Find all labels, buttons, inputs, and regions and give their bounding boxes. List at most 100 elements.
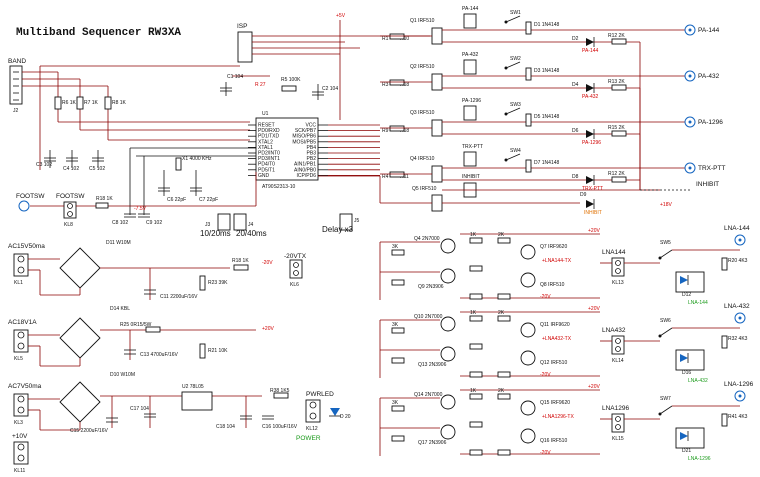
lna-r-3k: 3K <box>392 244 399 250</box>
pa-r-pre: R3 <box>382 82 389 88</box>
pa-led-ref: D6 <box>572 128 579 134</box>
ac3-conn-ref: KL3 <box>14 420 23 426</box>
pa-r-out: R12 2K <box>608 171 625 177</box>
footsw-jack-icon <box>18 200 30 212</box>
pa-jumper <box>463 151 477 167</box>
minus20vtx-label: -20VTX <box>284 253 307 260</box>
pa-box-label: PA-1296 <box>462 98 481 104</box>
j4-label: 20/40ms <box>236 229 267 238</box>
c2-label: C2 104 <box>322 86 338 92</box>
lna-minus20: -20V <box>540 372 551 378</box>
lna-res-label: R32 4K3 <box>728 336 748 342</box>
lna-minus20: -20V <box>540 450 551 456</box>
bridge-d11 <box>59 247 101 289</box>
mcu-pin-left: RESET <box>258 123 275 129</box>
mcu-pin-left: PD0/RXD <box>258 128 280 134</box>
lna-q-b-label: Q13 2N3906 <box>418 362 447 368</box>
lna-r-1k: 1K <box>470 388 477 394</box>
lna-q-p-label: Q15 IRF9620 <box>540 400 570 406</box>
pa-led-label: PA-144 <box>582 48 599 54</box>
lna-connector <box>611 413 625 433</box>
mcu-pin-right: PB4 <box>307 145 317 151</box>
regulator-u2 <box>181 391 213 411</box>
net-minus-7: -7.5V <box>134 206 147 212</box>
c11-label: C11 2200uF/16V <box>160 294 198 300</box>
lna-q-n <box>520 272 536 288</box>
inhibit-d: D9 <box>580 192 587 198</box>
lna-connector <box>611 257 625 277</box>
lna-output-label: LNA-432 <box>724 303 750 310</box>
lna-switch-label: SW6 <box>660 318 671 324</box>
v10-label: +10V <box>12 433 28 440</box>
lna-res-label: R41 4K3 <box>728 414 748 420</box>
jumper-j3[interactable] <box>217 213 231 231</box>
pa-r-base: R11 <box>400 174 409 180</box>
pa-output-label: PA-1296 <box>698 119 723 126</box>
mcu-part: AT90S2313-10 <box>262 184 295 190</box>
lna-switch-label: SW7 <box>660 396 671 402</box>
inhibit-box-label: INHIBIT <box>462 174 480 180</box>
mcu-pin-left: GND <box>258 173 270 179</box>
kl6-connector <box>289 259 303 279</box>
pa-r-out: R15 2K <box>608 125 625 131</box>
pa-box-label: PA-144 <box>462 6 479 12</box>
lna-net-label: +LNA1296-TX <box>542 414 574 420</box>
pa-switch-label: SW2 <box>510 56 521 62</box>
pa-output-label: PA-432 <box>698 73 720 80</box>
pa-fet <box>431 73 443 91</box>
pa-diode-label: D7 1N4148 <box>534 160 560 166</box>
pa-led-ref: D8 <box>572 174 579 180</box>
d10-label: D10 W10M <box>110 372 135 378</box>
lna-output-label: LNA-144 <box>724 225 750 232</box>
pa-led-ref: D2 <box>572 36 579 42</box>
inhibit-v: +18V <box>660 202 672 208</box>
mcu-pin-right: SCK/PB7 <box>295 128 316 134</box>
lna-q-p-label: Q11 IRF9620 <box>540 322 570 328</box>
footsw-conn-ref: KL8 <box>64 222 73 228</box>
r23-label: R23 39K <box>208 280 228 286</box>
pa-fet-label: Q3 IRF510 <box>410 110 435 116</box>
r16-label: R18 1K <box>96 196 113 202</box>
pa-led-label: PA-1296 <box>582 140 601 146</box>
c5-label: C5 102 <box>89 166 105 172</box>
lna-net-label: +LNA144-TX <box>542 258 572 264</box>
pa-r-pre: R1 <box>382 36 389 42</box>
footsw-connector <box>63 201 77 219</box>
pa-led-label: TRX-PTT <box>582 186 603 192</box>
lna-r-2k: 2K <box>498 232 505 238</box>
mcu-pin-left: PD1/TXD <box>258 134 280 140</box>
mcu-pin-left: PD3/INT1 <box>258 156 280 162</box>
c15-label: C15 2200uF/16V <box>70 428 108 434</box>
c4-label: C4 102 <box>63 166 79 172</box>
r8-label: R8 1K <box>112 100 127 106</box>
pwrled-label: PWRLED <box>306 391 334 398</box>
pa-led-ref: D4 <box>572 82 579 88</box>
jumper-j5[interactable] <box>339 213 353 231</box>
mcu-pin-right: AIN1/PB1 <box>294 162 316 168</box>
kl12-label: KL12 <box>306 426 318 432</box>
jumper-j4[interactable] <box>233 213 247 231</box>
lna-q-b <box>440 424 456 440</box>
pa-fet <box>431 27 443 45</box>
mcu-pin-right: MOSI/PB5 <box>292 139 316 145</box>
title: Multiband Sequencer RW3XA <box>16 27 181 39</box>
mcu-pin-left: PD2/INT0 <box>258 151 280 157</box>
lna-q-n <box>520 428 536 444</box>
lna-led-ref: D21 <box>682 448 691 454</box>
pa-switch-label: SW1 <box>510 10 521 16</box>
inhibit-led: INHIBIT <box>584 210 602 216</box>
pa-r-pre: R9 <box>382 128 389 134</box>
c3-label: C3 102 <box>36 162 52 168</box>
lna-net-label: +LNA432-TX <box>542 336 572 342</box>
lna-q-b-label: Q9 2N3906 <box>418 284 444 290</box>
d11-label: D11 W10M <box>106 240 131 246</box>
lna-q-b <box>440 346 456 362</box>
band-conn-ref: J2 <box>13 108 19 114</box>
mcu-pin-left: PD4/T0 <box>258 162 275 168</box>
pa-r-base: R18 <box>400 82 409 88</box>
lna-q-b-label: Q17 2N3906 <box>418 440 447 446</box>
mcu-pin-right: VCC <box>305 123 316 129</box>
